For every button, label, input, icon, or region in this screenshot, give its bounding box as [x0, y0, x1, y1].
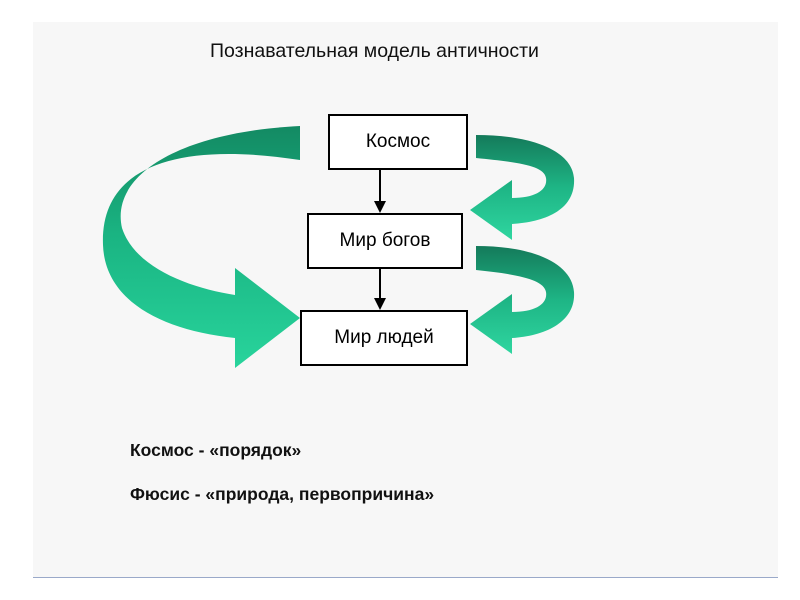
box-world-of-people: Мир людей	[300, 310, 468, 366]
big-curved-arrow	[102, 126, 300, 368]
slide-title: Познавательная модель античности	[210, 40, 539, 62]
small-curved-arrow-top	[470, 135, 575, 240]
arrowhead-kosmos-to-gods	[374, 201, 386, 213]
note-physis-definition: Фюсис - «природа, первопричина»	[130, 484, 435, 504]
note-kosmos-definition: Космос - «порядок»	[130, 440, 302, 460]
slide-bottom-border	[33, 577, 778, 578]
arrowhead-gods-to-people	[374, 298, 386, 310]
small-curved-arrow-bottom	[470, 246, 575, 354]
box-world-of-gods: Мир богов	[307, 213, 463, 269]
box-kosmos: Космос	[328, 114, 468, 170]
